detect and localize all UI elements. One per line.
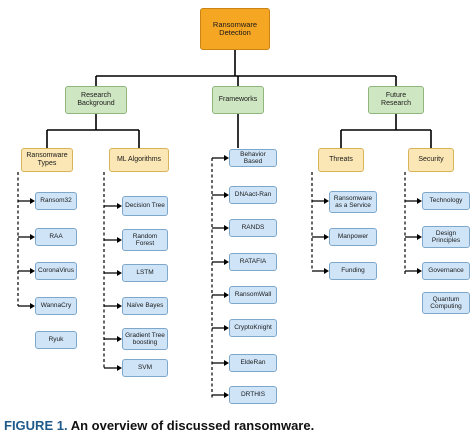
caption-label: FIGURE 1. xyxy=(4,418,68,433)
leaf-security: Governance xyxy=(422,262,470,280)
leaf-threat: Manpower xyxy=(329,228,377,246)
leaf-ransomware-type: WannaCry xyxy=(35,297,77,315)
leaf-threat: Ransomware as a Service xyxy=(329,191,377,213)
leaf-framework: RANDS xyxy=(229,219,277,237)
connector-research-background xyxy=(46,114,140,148)
leaf-security: Quantum Computing xyxy=(422,292,470,314)
connector-future-research xyxy=(340,114,432,148)
subcategory-threats: Threats xyxy=(318,148,364,172)
category-frameworks: Frameworks xyxy=(212,86,264,114)
root-node: Ransomware Detection xyxy=(200,8,270,50)
leaf-ransomware-type: Ransom32 xyxy=(35,192,77,210)
ransomware-taxonomy-diagram: Ransomware Detection Research Background… xyxy=(17,8,470,404)
leaf-framework: DNAact-Ran xyxy=(229,186,277,204)
category-research-background: Research Background xyxy=(65,86,127,114)
leaf-ml-algorithm: Gradient Tree boosting xyxy=(122,328,168,350)
leaf-security: Design Principles xyxy=(422,226,470,248)
subcategory-ml-algorithms: ML Algorithms xyxy=(109,148,169,172)
leaf-threat: Funding xyxy=(329,262,377,280)
leaf-framework: RATAFIA xyxy=(229,253,277,271)
leaf-ransomware-type: RAA xyxy=(35,228,77,246)
leaf-framework: EldeRan xyxy=(229,354,277,372)
leaf-framework: CryptoKnight xyxy=(229,319,277,337)
subcategory-security: Security xyxy=(408,148,454,172)
leaf-ml-algorithm: LSTM xyxy=(122,264,168,282)
caption-text: An overview of discussed ransomware. xyxy=(70,418,315,433)
leaf-framework: RansomWall xyxy=(229,286,277,304)
tree-connectors xyxy=(17,50,432,400)
leaf-framework: Behavior Based xyxy=(229,149,277,167)
leaf-framework: DRTHIS xyxy=(229,386,277,404)
leaf-security: Technology xyxy=(422,192,470,210)
leaf-ml-algorithm: Naïve Bayes xyxy=(122,297,168,315)
subcategory-ransomware-types: Ransomware Types xyxy=(21,148,73,172)
leaf-ransomware-type: Ryuk xyxy=(35,331,77,349)
leaf-ml-algorithm: Decision Tree xyxy=(122,196,168,216)
figure-caption: FIGURE 1. An overview of discussed ranso… xyxy=(4,417,314,435)
connector-root xyxy=(95,50,397,86)
leaf-ml-algorithm: Random Forest xyxy=(122,229,168,251)
leaf-ml-algorithm: SVM xyxy=(122,359,168,377)
leaf-ransomware-type: CoronaVirus xyxy=(35,262,77,280)
category-future-research: Future Research xyxy=(368,86,424,114)
